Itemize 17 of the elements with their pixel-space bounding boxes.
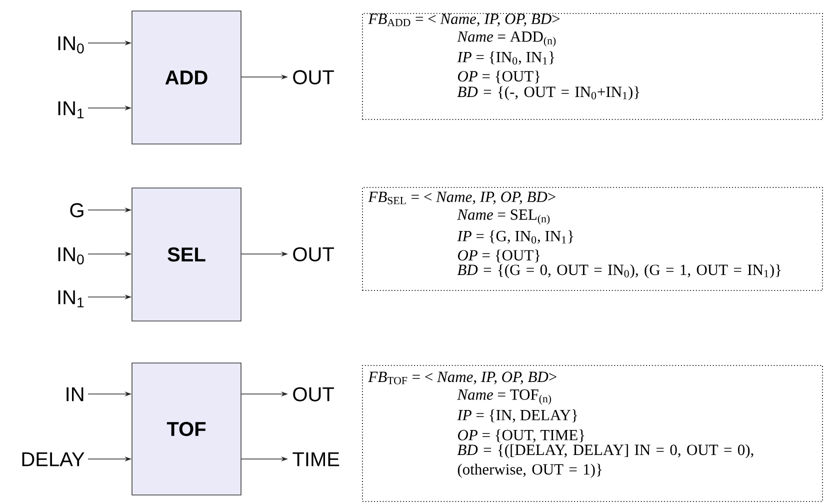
definition-box: FB$_{SEL}$ = < Name, IP, OP, BD> Name = SEL$_{(n)}$ IP = {G, IN$_{0}$, IN$_{1}$} OP = {OUT} BD = {(G = 0, OUT = IN$_{0}$), (G = 1, OUT = IN$_{1}$)} [362,187,823,291]
input-label: IN [66,387,84,402]
function-block: ADD [132,10,242,144]
output-label: OUT [293,387,334,402]
function-block: SEL [132,188,242,322]
input-label: IN$_{1}$ [58,101,84,118]
input-label: DELAY [22,452,84,466]
output-label: TIME [292,452,340,466]
output-label: OUT [293,70,334,84]
input-label: IN$_{0}$ [58,36,84,54]
definition-box: FB$_{ADD}$ = < Name, IP, OP, BD> Name = ADD$_{(n)}$ IP = {IN$_{0}$, IN$_{1}$} OP = {OUT} BD = {(-, OUT = IN$_{0}$+IN$_{1}$)} [362,13,823,120]
input-label: G [70,203,84,218]
output-label: OUT [293,247,334,262]
input-label: IN$_{1}$ [58,290,84,308]
input-label: IN$_{0}$ [58,247,84,264]
definition-box: FB$_{TOF}$ = < Name, IP, OP, BD> Name = TOF$_{(n)}$ IP = {IN, DELAY} OP = {OUT, TIME} BD = {([DELAY, DELAY] IN = 0, OUT = 0), (otherwise, OUT = 1)} [362,365,823,502]
function-block: TOF [132,362,242,496]
